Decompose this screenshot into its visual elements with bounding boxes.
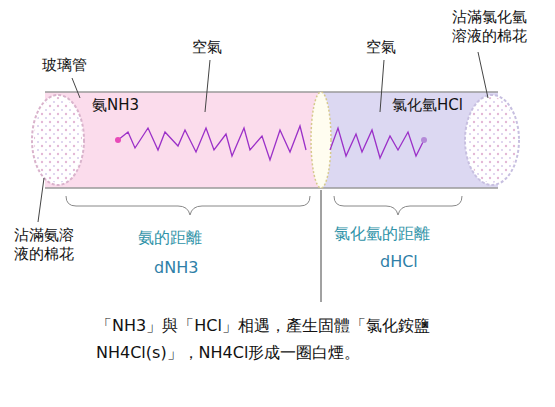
gas-label: 氯化氫HCl xyxy=(392,96,463,115)
hcl-molecule xyxy=(421,137,427,143)
white-smoke-ring xyxy=(311,92,331,188)
gas-label: 氨NH3 xyxy=(92,96,139,115)
distance-braces xyxy=(66,196,462,215)
distance-symbol: dHCl xyxy=(380,252,418,272)
ammonia-region xyxy=(45,92,322,188)
region-label: 空氣 xyxy=(366,38,396,57)
cotton-left xyxy=(32,95,84,185)
region-label: 空氣 xyxy=(192,38,222,57)
glass-tube xyxy=(45,92,498,188)
nh3-molecule xyxy=(115,137,121,143)
distance-symbol: dNH3 xyxy=(154,258,198,278)
note-text: 「NH3」與「HCl」相遇，產生固體「氯化銨鹽 NH4Cl(s)」，NH4Cl形… xyxy=(96,312,536,366)
cotton-label: 沾滿氨溶 液的棉花 xyxy=(14,226,79,264)
cotton-label: 沾滿氯化氫 溶液的棉花 xyxy=(452,8,532,46)
distance-label: 氯化氫的距離 xyxy=(334,224,430,244)
cotton-right xyxy=(465,95,519,185)
tube-wall xyxy=(45,187,498,189)
part-name: 玻璃管 xyxy=(42,56,87,75)
tube-wall xyxy=(45,91,498,93)
gas-paths xyxy=(118,126,424,160)
distance-label: 氨的距離 xyxy=(138,228,202,248)
leader-lines xyxy=(38,52,488,302)
